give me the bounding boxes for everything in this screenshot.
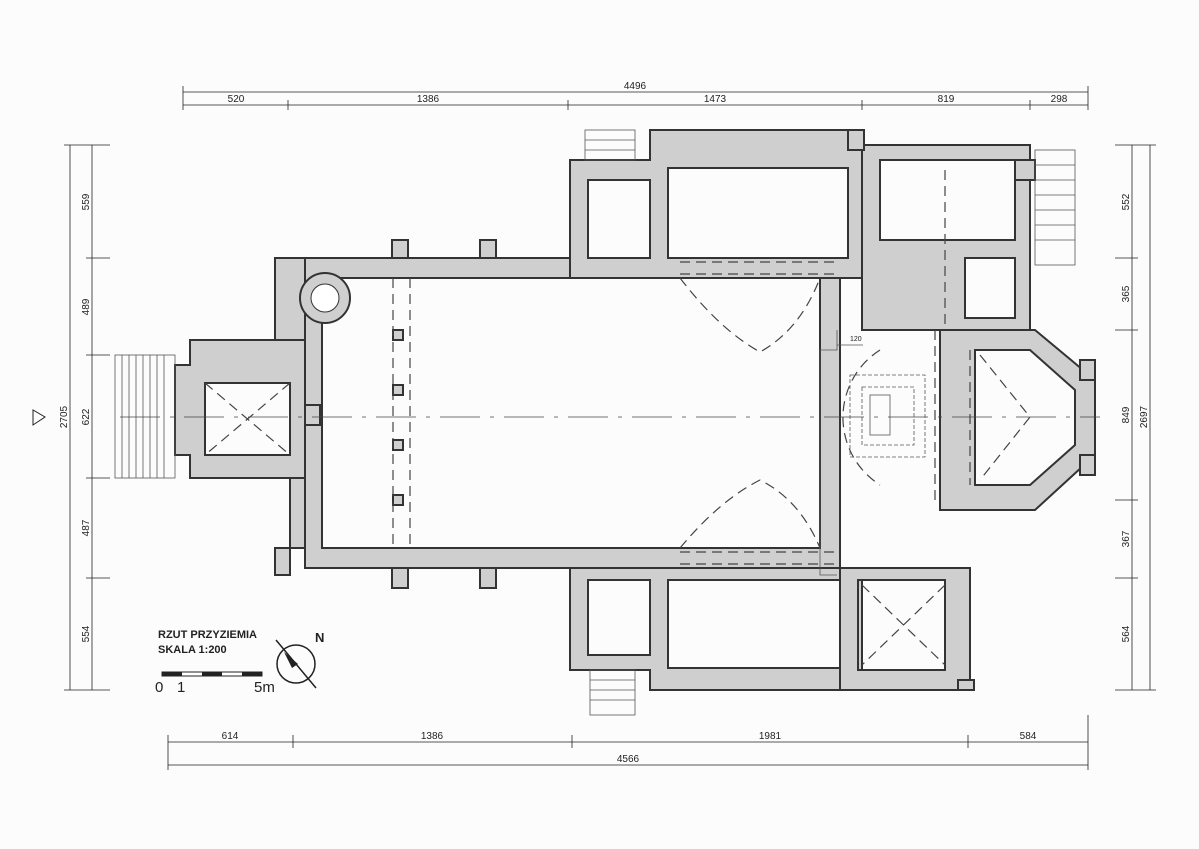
plan-scale: SKALA 1:200 <box>158 644 227 656</box>
scale-label-5m: 5m <box>254 679 275 696</box>
dim-bottom-2: 1386 <box>421 731 444 742</box>
dim-left-2: 489 <box>81 298 92 315</box>
nave-pillars <box>392 329 404 506</box>
dim-bottom-3: 1981 <box>759 731 782 742</box>
nave-walls <box>304 257 841 569</box>
dim-right-3: 849 <box>1121 406 1132 423</box>
scale-label-0: 0 <box>155 679 164 696</box>
north-west-corner <box>274 257 306 341</box>
dim-right-5: 564 <box>1121 625 1132 642</box>
dim-left-5: 554 <box>81 625 92 642</box>
north-east-sacristy <box>861 144 1031 331</box>
dim-top-5: 298 <box>1051 94 1068 105</box>
dim-right-1: 552 <box>1121 193 1132 210</box>
dim-left-3: 622 <box>81 408 92 425</box>
dim-right-2: 365 <box>1121 285 1132 302</box>
north-chapel <box>569 129 863 279</box>
walls <box>174 129 1096 691</box>
bottom-dimensions: 614 1386 1981 584 4566 <box>167 715 1089 770</box>
west-tower <box>174 339 306 479</box>
south-stairs <box>589 669 636 716</box>
right-dimensions: 552 365 849 367 564 2697 <box>1115 144 1156 691</box>
dim-left-total: 2705 <box>59 405 70 428</box>
scale-label-1: 1 <box>177 679 186 696</box>
dim-bottom-1: 614 <box>222 731 239 742</box>
north-arrow-icon: N <box>275 630 324 689</box>
plan-title: RZUT PRZYZIEMIA <box>158 629 257 641</box>
dim-top-2: 1386 <box>417 94 440 105</box>
scale-bar <box>161 671 263 677</box>
north-label: N <box>315 630 324 645</box>
dim-left-1: 559 <box>81 193 92 210</box>
south-chapel <box>569 567 863 691</box>
chancel-step-dim: 120 <box>850 336 862 343</box>
dim-bottom-4: 584 <box>1020 731 1037 742</box>
south-east-chapel <box>839 567 971 691</box>
apse <box>939 329 1096 511</box>
top-dimensions: 4496 520 1386 1473 819 298 <box>182 81 1089 110</box>
dim-bottom-total: 4566 <box>617 754 640 765</box>
west-entrance-stairs <box>114 354 176 479</box>
dim-left-4: 487 <box>81 519 92 536</box>
east-stairs <box>1034 149 1076 266</box>
altar <box>819 330 926 576</box>
buttresses <box>304 129 1096 691</box>
vault-lines <box>120 170 1100 666</box>
dim-top-4: 819 <box>938 94 955 105</box>
dim-top-total: 4496 <box>624 81 647 92</box>
left-dimensions: 559 489 622 487 554 2705 <box>32 144 110 691</box>
dim-top-3: 1473 <box>704 94 727 105</box>
north-stairs <box>584 129 636 161</box>
dim-top-1: 520 <box>228 94 245 105</box>
dim-right-4: 367 <box>1121 530 1132 547</box>
dim-right-total: 2697 <box>1139 405 1150 428</box>
level-marker-icon <box>32 409 46 426</box>
south-west-corner <box>274 477 306 576</box>
